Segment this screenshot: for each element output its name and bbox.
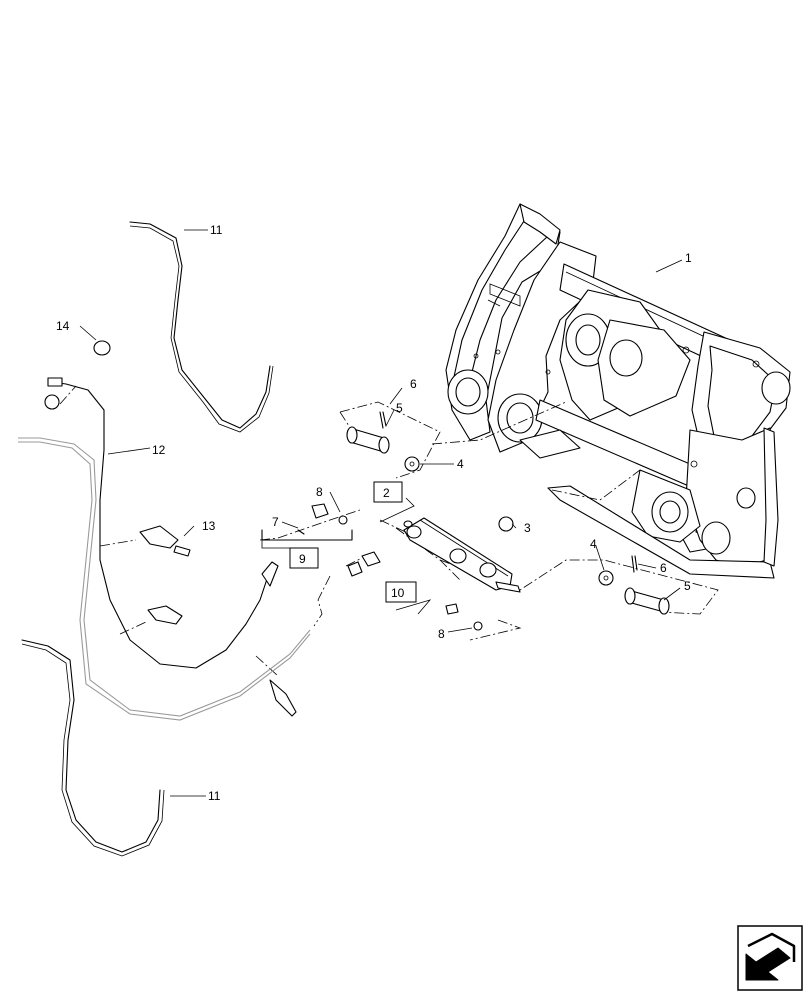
callout-14: 14 [56, 319, 70, 333]
callout-4-lower: 4 [590, 537, 597, 551]
callout-6-upper: 6 [410, 377, 417, 391]
hoses [18, 221, 311, 857]
callout-11-upper: 11 [210, 223, 223, 237]
callout-11-lower: 11 [208, 789, 221, 803]
callout-labels: 1 3 4 4 5 5 6 6 7 8 8 11 11 12 13 14 [56, 223, 692, 803]
callout-8-lower: 8 [438, 627, 445, 641]
callout-8-upper: 8 [316, 485, 323, 499]
callout-5-lower: 5 [684, 579, 691, 593]
leader-lines [79, 229, 683, 797]
pin-upper [346, 411, 420, 472]
callout-2: 2 [383, 486, 390, 500]
pin-lower [598, 555, 670, 615]
fittings [297, 503, 483, 631]
hydraulic-cylinder [403, 516, 521, 593]
callout-9-box [289, 547, 319, 569]
callout-10: 10 [391, 586, 405, 600]
callout-1: 1 [685, 251, 692, 265]
callout-9: 9 [299, 552, 306, 566]
callout-7: 7 [272, 515, 279, 529]
callout-12: 12 [152, 443, 166, 457]
boxed-callouts: 2 9 10 [261, 481, 417, 603]
next-page-arrow-icon[interactable] [737, 925, 803, 991]
coupler-frame [445, 203, 791, 579]
callout-3: 3 [524, 521, 531, 535]
callout-2-box [373, 481, 403, 503]
callout-5-upper: 5 [396, 401, 403, 415]
callout-4-upper: 4 [457, 457, 464, 471]
callout-6-lower: 6 [660, 561, 667, 575]
callout-13: 13 [202, 519, 216, 533]
callout-10-box [385, 581, 417, 603]
